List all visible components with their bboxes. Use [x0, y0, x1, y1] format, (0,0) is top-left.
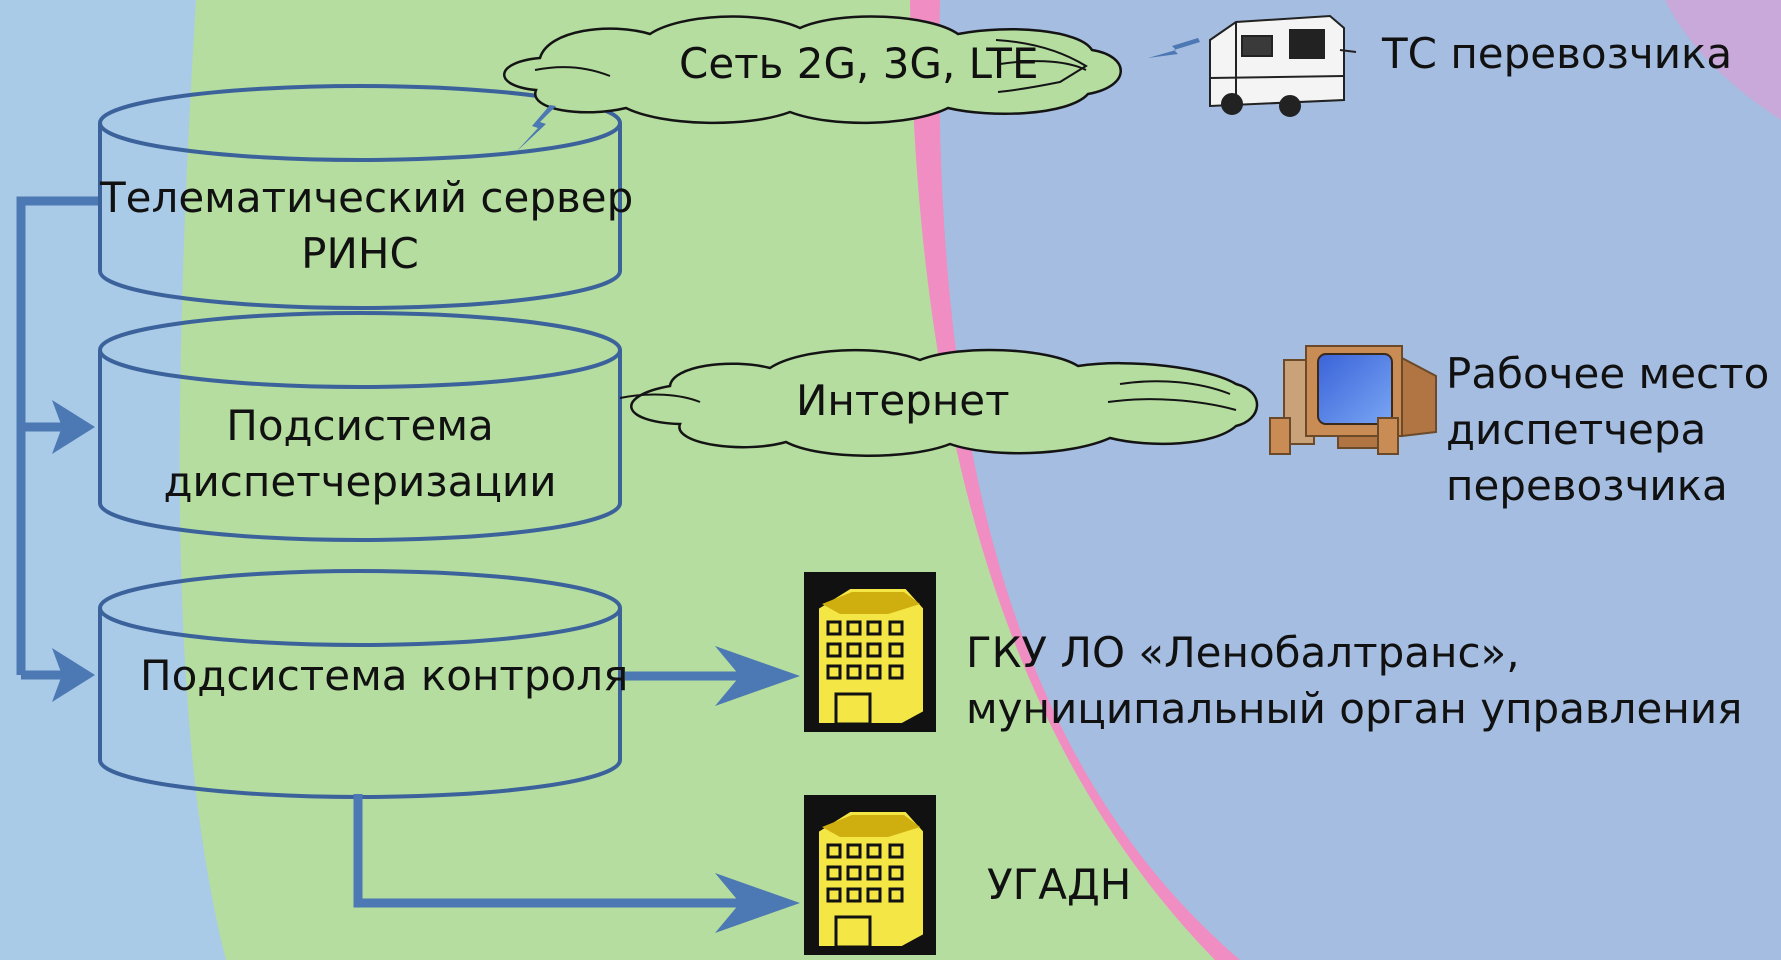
- arrowhead-to-dispatch: [52, 400, 95, 454]
- workstation-label-line3: перевозчика: [1446, 461, 1728, 510]
- background-zone-blue: [939, 0, 1781, 960]
- wireless-signal-icon: [516, 105, 556, 152]
- authority-label-line1: ГКУ ЛО «Ленобалтранс»,: [966, 628, 1520, 677]
- arrow-control-to-ugadn: [353, 794, 800, 933]
- authority-label-line2: муниципальный орган управления: [966, 684, 1743, 733]
- wireless-signal-icon: [1148, 38, 1200, 58]
- dispatch-subsystem-label: Подсистема диспетчеризации: [100, 398, 620, 510]
- mobile-network-label: Сеть 2G, 3G, LTE: [679, 39, 1039, 88]
- arrow-control-to-authority: [625, 646, 800, 706]
- dispatch-subsystem-label-line1: Подсистема: [226, 401, 494, 450]
- telematics-server-label-line2: РИНС: [301, 229, 419, 278]
- vehicle-label: ТС перевозчика: [1382, 29, 1733, 78]
- control-subsystem-label: Подсистема контроля: [140, 648, 629, 704]
- computer-icon: [1269, 345, 1437, 455]
- cylinder-telematics: [98, 84, 622, 310]
- background-corner-purple: [1665, 0, 1781, 120]
- building-icon: [804, 795, 936, 955]
- telematics-server-label-line1: Телематический сервер: [100, 173, 634, 222]
- control-subsystem-label-line1: Подсистема контроля: [140, 651, 629, 700]
- mobile-network-cloud: [503, 15, 1122, 125]
- internet-label: Интернет: [796, 376, 1010, 425]
- internet-cloud: [619, 348, 1259, 457]
- cylinder-dispatch: [98, 311, 622, 542]
- building-icon: [804, 572, 936, 732]
- workstation-label-line2: диспетчера: [1446, 405, 1707, 454]
- workstation-label: Рабочее место диспетчера перевозчика: [1446, 346, 1769, 514]
- arrowhead-to-control: [52, 648, 95, 702]
- authority-label: ГКУ ЛО «Ленобалтранс», муниципальный орг…: [966, 625, 1742, 737]
- workstation-label-line1: Рабочее место: [1446, 349, 1770, 398]
- ugadn-label: УГАДН: [987, 860, 1132, 909]
- ambulance-icon: [1209, 14, 1357, 117]
- telematics-server-label: Телематический сервер РИНС: [100, 170, 634, 282]
- dispatch-subsystem-label-line2: диспетчеризации: [163, 457, 557, 506]
